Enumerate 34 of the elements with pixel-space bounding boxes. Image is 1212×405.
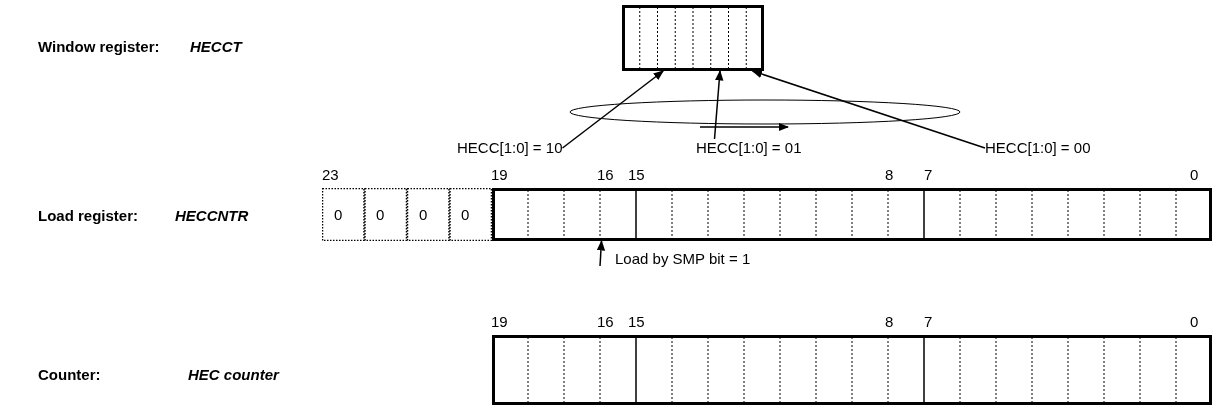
bit-number: 8 xyxy=(885,166,894,184)
bit-number: 15 xyxy=(628,313,645,331)
bit-value: 0 xyxy=(461,206,470,224)
bit-number: 16 xyxy=(597,166,614,184)
bit-value: 0 xyxy=(419,206,428,224)
bit-number: 8 xyxy=(885,313,894,331)
arrow xyxy=(596,239,606,267)
arrow xyxy=(561,70,665,149)
bit-number: 16 xyxy=(597,313,614,331)
bit-number: 19 xyxy=(491,313,508,331)
register-caption: Counter: xyxy=(38,366,101,384)
bit-number: 7 xyxy=(924,313,933,331)
register-name: HECCNTR xyxy=(175,207,249,225)
bit-number: 0 xyxy=(1190,313,1199,331)
bit-number: 23 xyxy=(322,166,339,184)
register-setting-label: HECC[1:0] = 10 xyxy=(457,139,563,157)
arrow xyxy=(713,69,724,140)
arrow xyxy=(751,70,986,149)
register-name: HECCT xyxy=(190,38,242,56)
register-box xyxy=(492,335,1212,405)
bit-number: 0 xyxy=(1190,166,1199,184)
register-caption: Load register: xyxy=(38,207,139,225)
register-setting-label: HECC[1:0] = 00 xyxy=(985,139,1091,157)
register-caption: Window register: xyxy=(38,38,160,56)
register-box xyxy=(622,5,764,71)
bit-value: 0 xyxy=(376,206,385,224)
edge-label: Load by SMP bit = 1 xyxy=(615,250,751,268)
register-name: HEC counter xyxy=(188,366,279,384)
bit-number: 15 xyxy=(628,166,645,184)
register-setting-label: HECC[1:0] = 01 xyxy=(696,139,802,157)
bit-number: 19 xyxy=(491,166,508,184)
bit-number: 7 xyxy=(924,166,933,184)
register-box xyxy=(322,188,1212,241)
bit-value: 0 xyxy=(334,206,343,224)
